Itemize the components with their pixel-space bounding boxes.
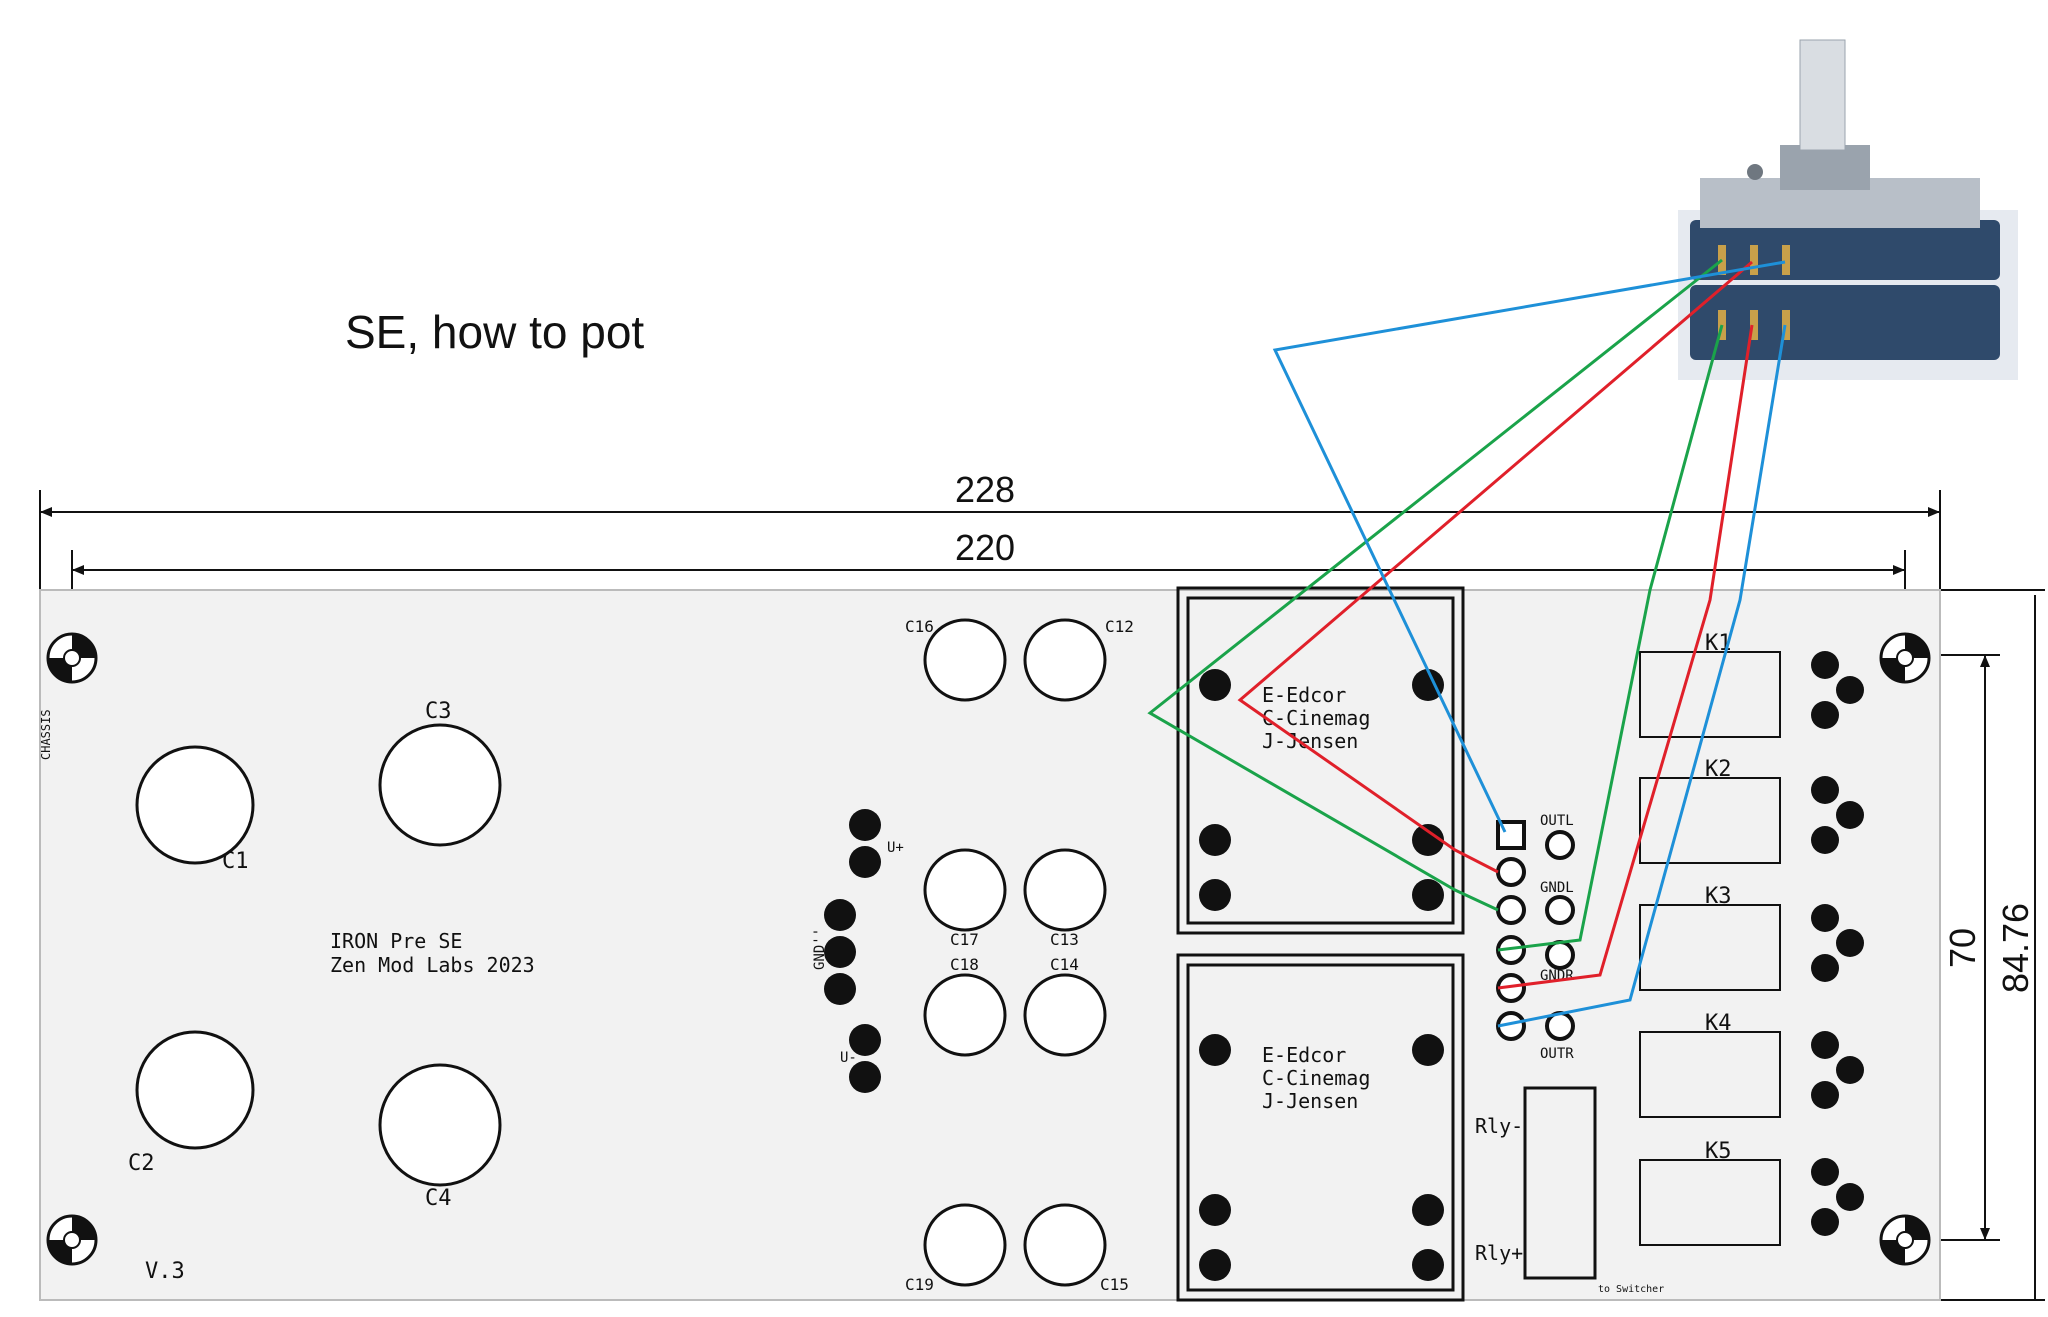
relay-k3: K3 xyxy=(1705,884,1732,909)
board-name: IRON Pre SE xyxy=(330,929,462,953)
relay-k4: K4 xyxy=(1705,1011,1732,1036)
label-c17: C17 xyxy=(950,930,979,949)
label-c14: C14 xyxy=(1050,955,1079,974)
pot-wires xyxy=(1147,258,1787,1028)
label-c1: C1 xyxy=(222,849,249,874)
xfmr-top-line2: C-Cinemag xyxy=(1262,706,1370,730)
relay-k5: K5 xyxy=(1705,1139,1732,1164)
label-c16: C16 xyxy=(905,617,934,636)
pad-outr: OUTR xyxy=(1540,1046,1574,1062)
dim-outer-width: 228 xyxy=(955,469,1015,510)
label-c4: C4 xyxy=(425,1186,452,1211)
pcb-board xyxy=(39,589,1941,1301)
label-c12: C12 xyxy=(1105,617,1134,636)
dim-outer-height: 84.76 xyxy=(1995,903,2036,993)
dim-inner-width: 220 xyxy=(955,527,1015,568)
rail-plus: U+ xyxy=(887,840,904,856)
label-c2: C2 xyxy=(128,1151,155,1176)
xfmr-top-line1: E-Edcor xyxy=(1262,683,1346,707)
board-version: V.3 xyxy=(145,1259,185,1284)
label-c13: C13 xyxy=(1050,930,1079,949)
ribbon-header xyxy=(1523,1086,1597,1280)
transformer-footprints xyxy=(1176,586,1465,1302)
output-pads xyxy=(1545,830,1575,1041)
relay-k2: K2 xyxy=(1705,757,1732,782)
potentiometer xyxy=(1678,39,2018,380)
label-c18: C18 xyxy=(950,955,979,974)
transformer-pads xyxy=(1199,669,1444,1281)
label-c15: C15 xyxy=(1100,1275,1129,1294)
mounting-holes xyxy=(46,632,1931,1266)
group-pads xyxy=(1811,651,1864,1236)
pad-gndl: GNDL xyxy=(1540,880,1574,896)
header-to-switcher: to Switcher xyxy=(1598,1284,1664,1295)
label-c19: C19 xyxy=(905,1275,934,1294)
big-capacitors xyxy=(135,618,1107,1287)
relay-footprints xyxy=(1639,651,1781,1246)
pad-outl: OUTL xyxy=(1540,813,1574,829)
diagram-title: SE, how to pot xyxy=(345,306,644,358)
chassis-label: CHASSIS xyxy=(39,709,53,760)
board-maker: Zen Mod Labs 2023 xyxy=(330,953,535,977)
xfmr-bot-line2: C-Cinemag xyxy=(1262,1066,1370,1090)
rly-plus-label: Rly+ xyxy=(1475,1241,1523,1265)
rail-pads xyxy=(824,809,881,1093)
rly-minus-label: Rly- xyxy=(1475,1114,1523,1138)
label-c3: C3 xyxy=(425,699,452,724)
dim-inner-height: 70 xyxy=(1942,928,1983,968)
rail-minus: U- xyxy=(840,1050,857,1066)
xfmr-bot-line3: J-Jensen xyxy=(1262,1089,1358,1113)
rail-gnd: GND'' xyxy=(812,928,828,970)
xfmr-bot-line1: E-Edcor xyxy=(1262,1043,1346,1067)
